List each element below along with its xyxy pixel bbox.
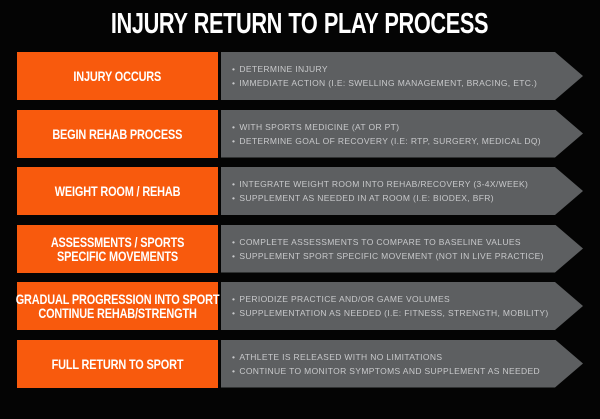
page-title-text: INJURY RETURN TO PLAY PROCESS <box>111 8 489 40</box>
step-details-arrow: • COMPLETE ASSESSMENTS TO COMPARE TO BAS… <box>221 225 583 273</box>
bullet-item: • CONTINUE TO MONITOR SYMPTOMS AND SUPPL… <box>232 364 583 378</box>
bullet-text: IMMEDIATE ACTION (I.E: SWELLING MANAGEME… <box>239 78 538 88</box>
bullet-text: COMPLETE ASSESSMENTS TO COMPARE TO BASEL… <box>239 236 521 247</box>
step-details-arrow: • INTEGRATE WEIGHT ROOM INTO REHAB/RECOV… <box>221 167 583 215</box>
bullet-text: ATHLETE IS RELEASED WITH NO LIMITATIONS <box>239 351 443 362</box>
bullet-item: • DETERMINE GOAL OF RECOVERY (I.E: RTP, … <box>232 134 583 148</box>
bullet-item: • ATHLETE IS RELEASED WITH NO LIMITATION… <box>232 350 583 364</box>
step-details-arrow: • ATHLETE IS RELEASED WITH NO LIMITATION… <box>221 340 583 388</box>
bullet-icon: • <box>232 351 236 362</box>
step-label-box: BEGIN REHAB PROCESS <box>17 109 218 158</box>
bullet-item: • PERIODIZE PRACTICE AND/OR GAME VOLUMES <box>232 292 583 306</box>
process-step-row: BEGIN REHAB PROCESS • WITH SPORTS MEDICI… <box>17 109 583 158</box>
bullet-icon: • <box>232 179 236 189</box>
bullet-text: DETERMINE INJURY <box>239 64 328 74</box>
bullet-item: • IMMEDIATE ACTION (I.E: SWELLING MANAGE… <box>232 76 583 90</box>
bullet-text: PERIODIZE PRACTICE AND/OR GAME VOLUMES <box>239 294 451 304</box>
bullet-text: INTEGRATE WEIGHT ROOM INTO REHAB/RECOVER… <box>239 179 529 189</box>
step-label: GRADUAL PROGRESSION INTO SPORT CONTINUE … <box>15 291 220 321</box>
step-label-box: GRADUAL PROGRESSION INTO SPORT CONTINUE … <box>15 282 220 330</box>
process-steps: INJURY OCCURS • DETERMINE INJURY • IMMED… <box>15 52 583 388</box>
page-title: INJURY RETURN TO PLAY PROCESS <box>0 8 600 41</box>
bullet-icon: • <box>232 294 236 304</box>
bullet-text: WITH SPORTS MEDICINE (AT OR PT) <box>239 121 400 132</box>
bullet-text: CONTINUE TO MONITOR SYMPTOMS AND SUPPLEM… <box>239 365 541 376</box>
step-label: BEGIN REHAB PROCESS <box>52 125 183 142</box>
bullet-item: • INTEGRATE WEIGHT ROOM INTO REHAB/RECOV… <box>232 177 583 191</box>
step-label-box: ASSESSMENTS / SPORTS SPECIFIC MOVEMENTS <box>17 224 218 273</box>
process-step-row: FULL RETURN TO SPORT • ATHLETE IS RELEAS… <box>17 339 583 388</box>
bullet-text: SUPPLEMENTATION AS NEEDED (I.E: FITNESS,… <box>239 308 549 318</box>
bullet-item: • COMPLETE ASSESSMENTS TO COMPARE TO BAS… <box>232 235 583 249</box>
bullet-item: • DETERMINE INJURY <box>232 62 583 76</box>
step-label: FULL RETURN TO SPORT <box>51 355 184 372</box>
bullet-text: DETERMINE GOAL OF RECOVERY (I.E: RTP, SU… <box>239 135 541 146</box>
process-step-row: WEIGHT ROOM / REHAB • INTEGRATE WEIGHT R… <box>17 167 583 215</box>
bullet-item: • SUPPLEMENTATION AS NEEDED (I.E: FITNES… <box>232 306 583 320</box>
bullet-icon: • <box>232 64 236 74</box>
process-step-row: ASSESSMENTS / SPORTS SPECIFIC MOVEMENTS … <box>17 224 583 273</box>
step-label-box: FULL RETURN TO SPORT <box>17 339 218 388</box>
step-label-box: WEIGHT ROOM / REHAB <box>17 167 218 215</box>
bullet-icon: • <box>232 121 236 132</box>
bullet-text: SUPPLEMENT SPORT SPECIFIC MOVEMENT (NOT … <box>239 250 544 261</box>
bullet-icon: • <box>232 236 236 247</box>
bullet-item: • SUPPLEMENT SPORT SPECIFIC MOVEMENT (NO… <box>232 249 583 263</box>
step-details-arrow: • WITH SPORTS MEDICINE (AT OR PT) • DETE… <box>221 110 583 158</box>
step-label: INJURY OCCURS <box>73 68 162 84</box>
bullet-text: SUPPLEMENT AS NEEDED IN AT ROOM (I.E: BI… <box>239 193 494 203</box>
step-label-box: INJURY OCCURS <box>17 52 218 100</box>
bullet-icon: • <box>232 365 236 376</box>
step-details-arrow: • PERIODIZE PRACTICE AND/OR GAME VOLUMES… <box>221 282 583 330</box>
step-details-arrow: • DETERMINE INJURY • IMMEDIATE ACTION (I… <box>221 52 583 100</box>
process-step-row: GRADUAL PROGRESSION INTO SPORT CONTINUE … <box>15 282 583 330</box>
bullet-item: • WITH SPORTS MEDICINE (AT OR PT) <box>232 120 583 134</box>
bullet-icon: • <box>232 250 236 261</box>
bullet-icon: • <box>232 78 236 88</box>
step-label: WEIGHT ROOM / REHAB <box>54 183 181 199</box>
process-step-row: INJURY OCCURS • DETERMINE INJURY • IMMED… <box>17 52 583 100</box>
bullet-item: • SUPPLEMENT AS NEEDED IN AT ROOM (I.E: … <box>232 191 583 205</box>
bullet-icon: • <box>232 135 236 146</box>
bullet-icon: • <box>232 193 236 203</box>
bullet-icon: • <box>232 308 236 318</box>
step-label: ASSESSMENTS / SPORTS SPECIFIC MOVEMENTS <box>50 233 185 264</box>
